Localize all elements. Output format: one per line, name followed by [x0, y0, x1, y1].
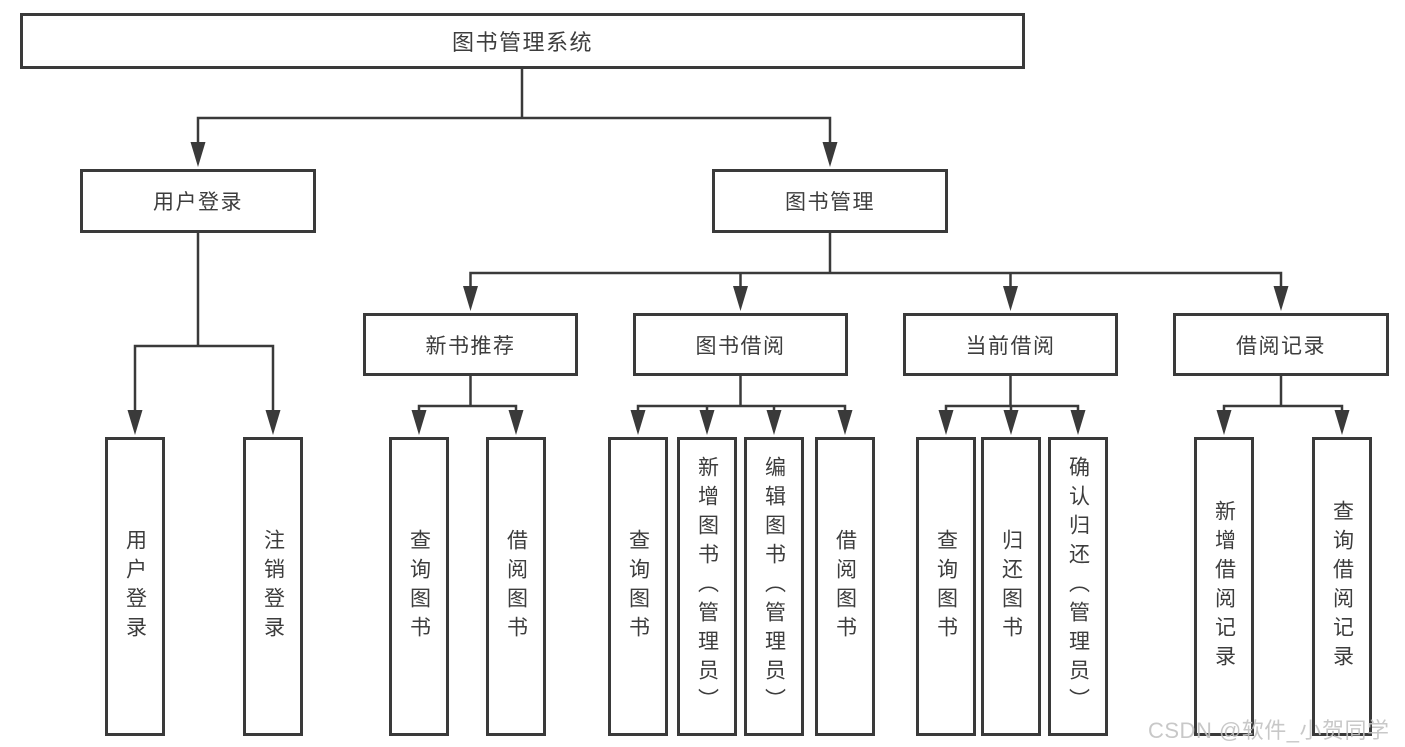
node-borrow-records: 借阅记录 — [1173, 313, 1389, 376]
connector-line — [1222, 404, 1344, 413]
connector-line — [417, 404, 518, 413]
node-user-login-label: 用户登录 — [153, 191, 243, 214]
node-new-book-recommend: 新书推荐 — [363, 313, 578, 376]
arrow-down-icon — [265, 410, 281, 435]
node-new-book-recommend-label: 新书推荐 — [425, 334, 516, 358]
arrow-down-icon — [699, 410, 715, 435]
arrow-down-icon — [733, 286, 748, 311]
leaf-return-book-label: 归还图书 — [999, 528, 1023, 645]
arrow-down-icon — [1003, 286, 1018, 311]
connectors-book-management-to-level3 — [463, 233, 1289, 311]
node-book-management: 图书管理 — [712, 169, 948, 233]
arrow-down-icon — [766, 410, 782, 435]
node-book-borrow: 图书借阅 — [633, 313, 848, 376]
arrow-down-icon — [938, 410, 954, 435]
leaf-confirm-return-admin: 确认归还（管理员） — [1048, 437, 1108, 736]
leaf-user-login: 用户登录 — [105, 437, 165, 736]
arrow-down-icon — [822, 142, 838, 167]
connectors-root-to-level2 — [190, 69, 838, 167]
arrow-down-icon — [411, 410, 427, 435]
leaf-query-books-current: 查询图书 — [916, 437, 976, 736]
leaf-user-login-label: 用户登录 — [123, 528, 147, 645]
connectors-book-borrow-group — [630, 376, 853, 435]
node-root-system-label: 图书管理系统 — [451, 30, 593, 55]
leaf-confirm-return-admin-label: 确认归还（管理员） — [1066, 456, 1090, 717]
arrow-down-icon — [508, 410, 524, 435]
arrow-down-icon — [463, 286, 478, 311]
connector-line — [636, 404, 847, 413]
node-root-system: 图书管理系统 — [20, 13, 1025, 69]
node-book-management-label: 图书管理 — [785, 191, 875, 214]
connector-line — [469, 271, 1283, 290]
leaf-borrow-books-recommend: 借阅图书 — [486, 437, 546, 736]
arrow-down-icon — [837, 410, 853, 435]
leaf-add-book-admin: 新增图书（管理员） — [677, 437, 737, 736]
connectors-current-borrow-group — [938, 376, 1086, 435]
node-current-borrow-label: 当前借阅 — [965, 334, 1056, 358]
node-user-login: 用户登录 — [80, 169, 316, 233]
leaf-edit-book-admin: 编辑图书（管理员） — [744, 437, 804, 736]
connector-line — [196, 116, 832, 144]
leaf-add-book-admin-label: 新增图书（管理员） — [695, 456, 719, 717]
arrow-down-icon — [1273, 286, 1289, 311]
connectors-user-login-group — [127, 233, 281, 435]
leaf-edit-book-admin-label: 编辑图书（管理员） — [762, 456, 786, 717]
leaf-query-books-recommend: 查询图书 — [389, 437, 449, 736]
leaf-query-books-recommend-label: 查询图书 — [407, 528, 431, 645]
leaf-add-borrow-record: 新增借阅记录 — [1194, 437, 1254, 736]
arrow-down-icon — [1334, 410, 1350, 435]
leaf-query-books-current-label: 查询图书 — [934, 528, 958, 645]
watermark-text: CSDN @软件_小贺同学 — [1148, 718, 1390, 743]
arrow-down-icon — [630, 410, 646, 435]
arrow-down-icon — [1070, 410, 1086, 435]
connectors-new-book-group — [411, 376, 524, 435]
node-book-borrow-label: 图书借阅 — [695, 334, 786, 358]
leaf-query-books-borrow-label: 查询图书 — [626, 528, 650, 645]
arrow-down-icon — [1216, 410, 1232, 435]
leaf-borrow-books: 借阅图书 — [815, 437, 875, 736]
leaf-query-borrow-record: 查询借阅记录 — [1312, 437, 1372, 736]
connector-line — [133, 344, 275, 412]
arrow-down-icon — [1003, 410, 1019, 435]
leaf-query-books-borrow: 查询图书 — [608, 437, 668, 736]
node-current-borrow: 当前借阅 — [903, 313, 1118, 376]
leaf-borrow-books-label: 借阅图书 — [833, 528, 857, 645]
leaf-add-borrow-record-label: 新增借阅记录 — [1212, 499, 1236, 674]
node-borrow-records-label: 借阅记录 — [1236, 334, 1326, 358]
leaf-logout: 注销登录 — [243, 437, 303, 736]
leaf-return-book: 归还图书 — [981, 437, 1041, 736]
leaf-borrow-books-recommend-label: 借阅图书 — [504, 528, 528, 645]
leaf-logout-label: 注销登录 — [261, 528, 285, 645]
leaf-query-borrow-record-label: 查询借阅记录 — [1330, 499, 1354, 674]
arrow-down-icon — [190, 142, 206, 167]
arrow-down-icon — [127, 410, 143, 435]
connectors-borrow-records-group — [1216, 376, 1350, 435]
